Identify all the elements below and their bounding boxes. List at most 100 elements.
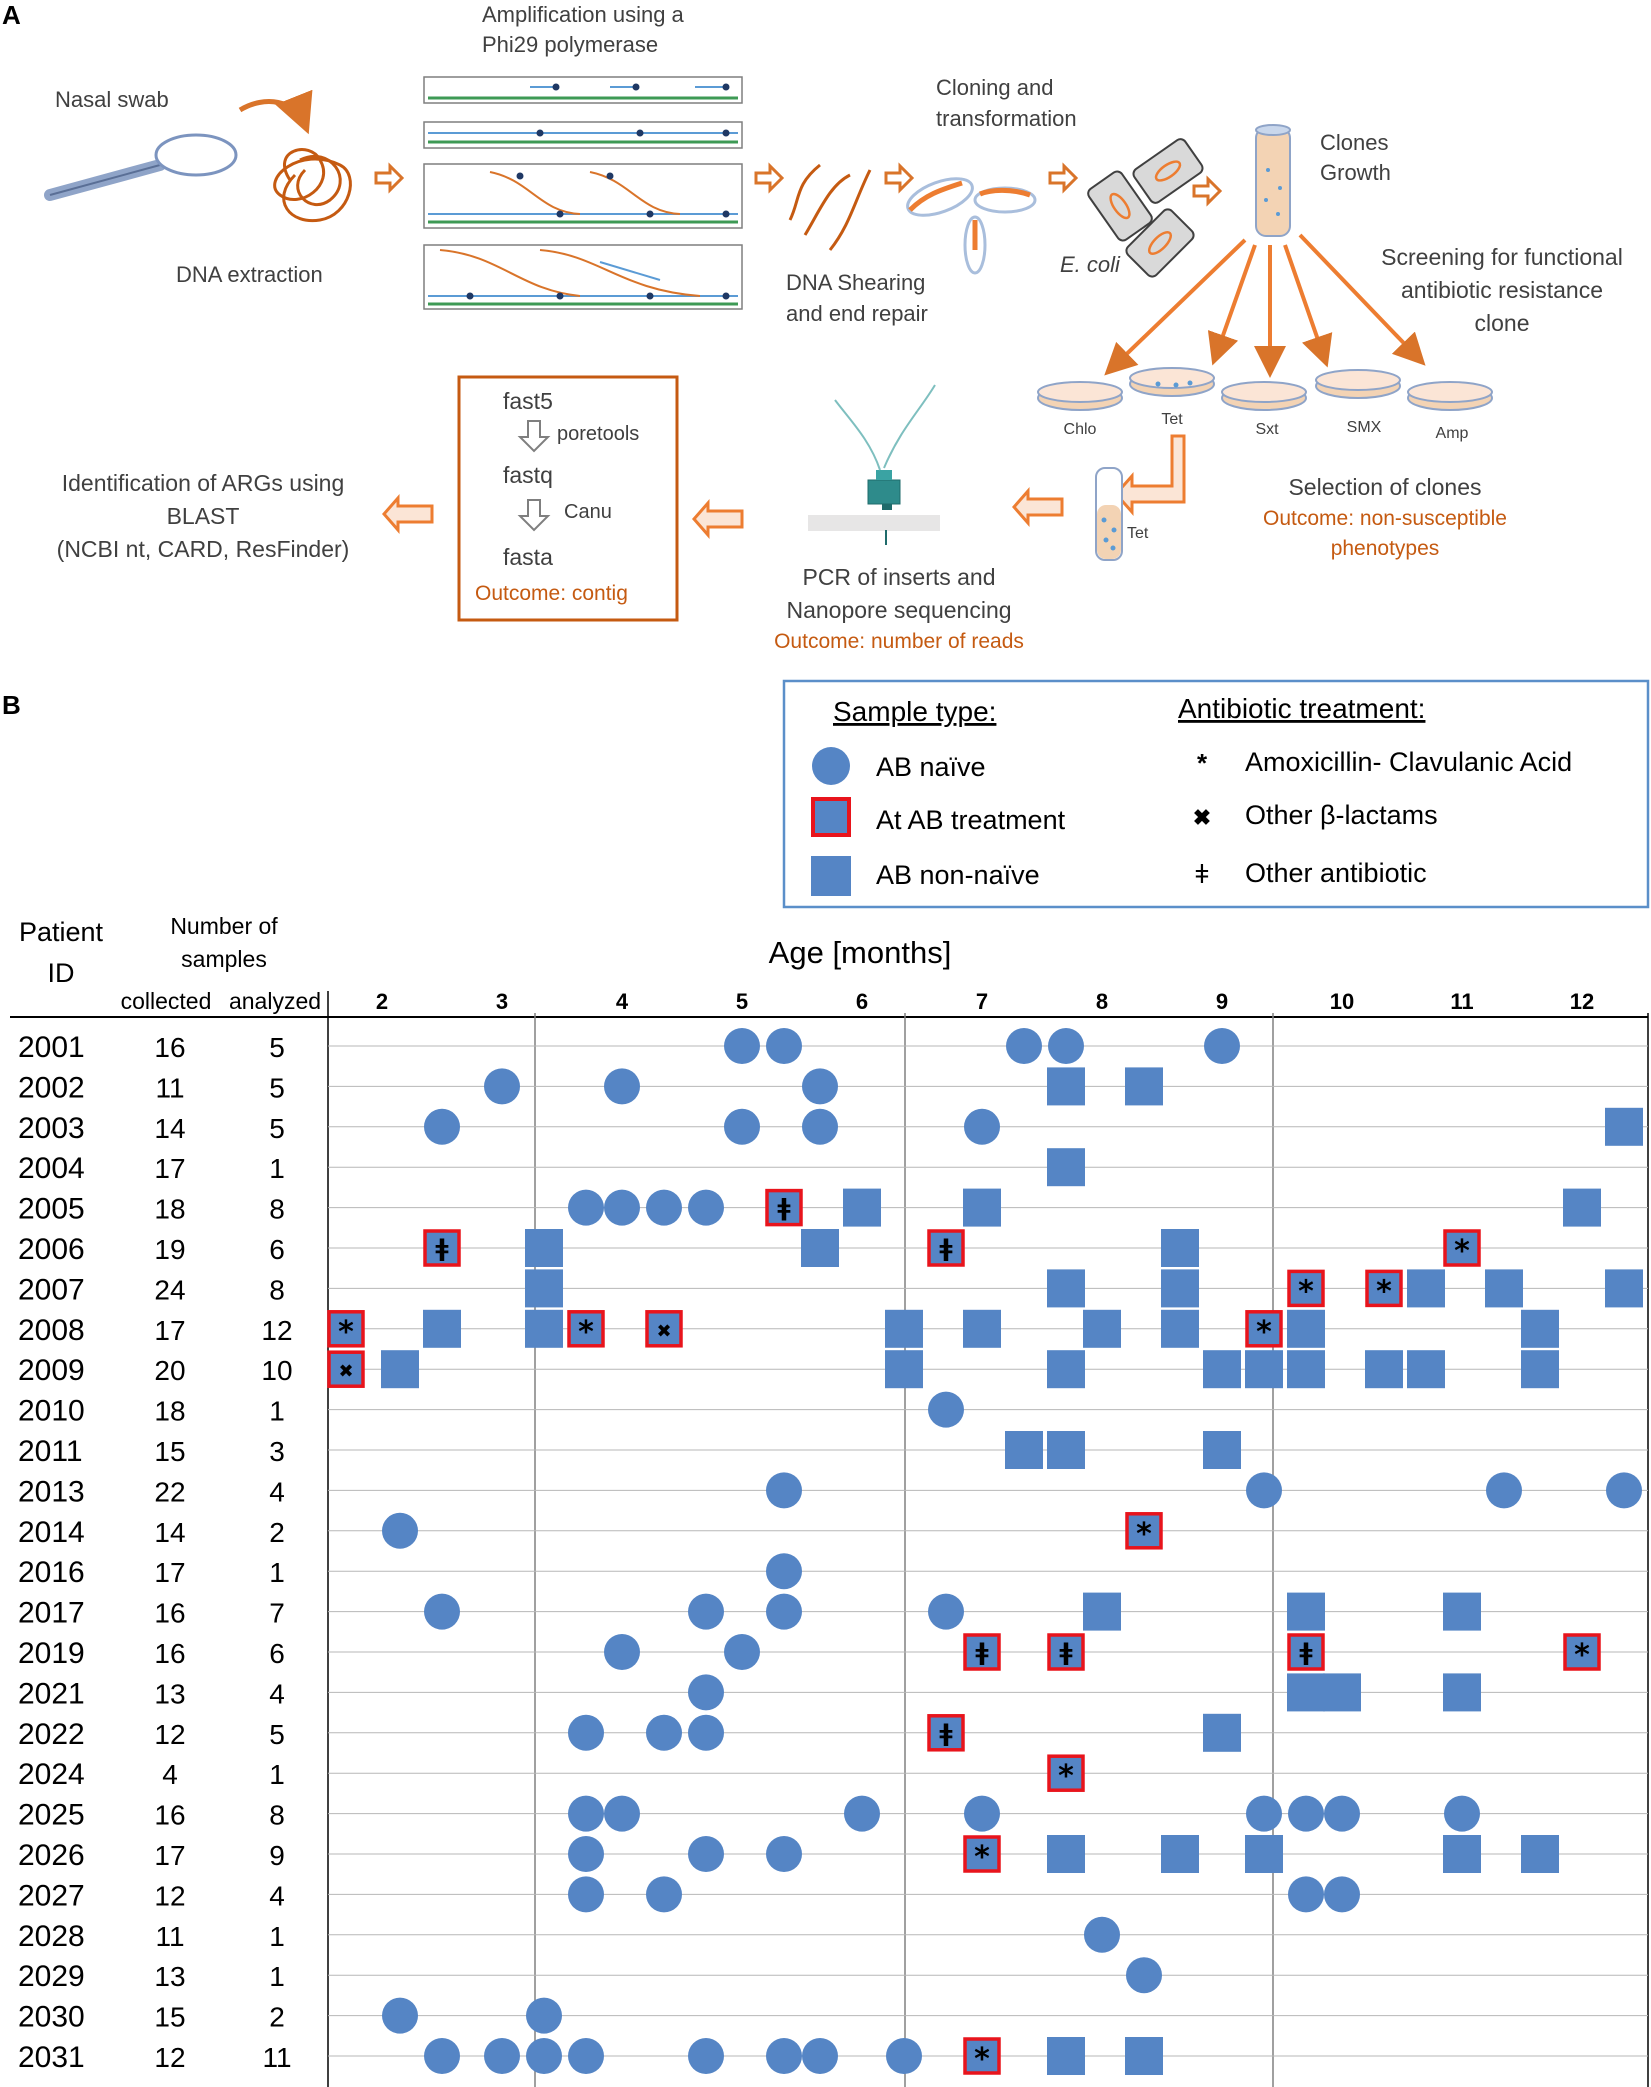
non-naive-sample-marker <box>1161 1835 1199 1873</box>
legend-treatment-title: Antibiotic treatment: <box>1178 693 1425 724</box>
pipeline-poretools: poretools <box>557 423 639 445</box>
petri-dish-chlo <box>1037 381 1123 411</box>
naive-sample-marker <box>1324 1795 1360 1832</box>
patient-id: 2014 <box>18 1516 85 1549</box>
treatment-sample-marker <box>963 1835 1001 1873</box>
naive-sample-marker <box>766 1553 802 1590</box>
collected-count: 18 <box>154 1396 185 1427</box>
non-naive-sample-marker <box>1563 1188 1601 1227</box>
collected-count: 16 <box>154 1638 185 1669</box>
patient-id: 2022 <box>18 1718 85 1751</box>
month-tick-label: 6 <box>856 989 868 1014</box>
naive-sample-marker <box>526 2038 562 2074</box>
naive-sample-marker <box>568 1876 604 1913</box>
collected-count: 14 <box>154 1113 185 1144</box>
non-naive-sample-marker <box>963 1188 1001 1227</box>
naive-sample-marker <box>1606 1472 1642 1509</box>
naive-sample-marker <box>526 1997 562 2034</box>
collected-count: 17 <box>154 1315 185 1346</box>
month-tick-label: 8 <box>1096 989 1108 1014</box>
pipeline-box <box>457 375 679 622</box>
naive-sample-marker <box>1486 1472 1522 1509</box>
non-naive-sample-marker <box>1125 1067 1163 1106</box>
non-naive-sample-marker <box>1047 1835 1085 1873</box>
collected-count: 17 <box>154 1557 185 1588</box>
legend-at-treatment: At AB treatment <box>876 805 1066 835</box>
naive-sample-marker <box>484 1068 520 1105</box>
arrow-right-icon <box>1192 175 1223 207</box>
patient-id: 2009 <box>18 1354 85 1387</box>
analyzed-count: 1 <box>269 1921 285 1952</box>
non-naive-sample-marker <box>1245 1835 1283 1873</box>
naive-sample-marker <box>928 1391 964 1428</box>
non-naive-sample-marker <box>525 1229 563 1267</box>
non-naive-sample-marker <box>381 1350 419 1389</box>
non-naive-sample-marker <box>1287 1350 1325 1389</box>
non-naive-sample-marker <box>885 1350 923 1389</box>
header-analyzed: analyzed <box>229 988 321 1014</box>
legend-sample-type-title: Sample type: <box>833 696 996 727</box>
naive-sample-marker <box>766 2038 802 2074</box>
analyzed-count: 5 <box>269 1113 285 1144</box>
non-naive-sample-marker <box>1161 1269 1199 1308</box>
clones-growth-label-2: Growth <box>1320 160 1391 185</box>
pcr-outcome: Outcome: number of reads <box>774 630 1024 653</box>
non-naive-sample-marker <box>801 1229 839 1267</box>
amplification-label-2: Phi29 polymerase <box>482 32 658 57</box>
naive-sample-marker <box>568 2038 604 2074</box>
collected-count: 16 <box>154 1800 185 1831</box>
naive-sample-marker <box>424 1108 460 1145</box>
non-naive-sample-marker <box>1287 1673 1325 1712</box>
arrow-right-icon <box>884 162 915 194</box>
treatment-sample-marker <box>927 1714 965 1752</box>
legend-treatment-marker <box>811 797 851 837</box>
treatment-sample-marker <box>927 1229 965 1267</box>
treatment-symbol: * <box>1298 1274 1314 1309</box>
non-naive-sample-marker <box>1605 1107 1643 1146</box>
plate-label: SMX <box>1347 419 1382 436</box>
treatment-sample-marker <box>1443 1229 1481 1267</box>
analyzed-count: 5 <box>269 1719 285 1750</box>
dna-shearing-label-1: DNA Shearing <box>786 270 925 295</box>
petri-dish-smx <box>1315 369 1401 399</box>
treatment-symbol: * <box>1136 1517 1152 1552</box>
collected-count: 12 <box>154 1719 185 1750</box>
arrow-right-icon <box>1048 162 1079 194</box>
analyzed-count: 8 <box>269 1800 285 1831</box>
month-tick-label: 2 <box>376 989 388 1014</box>
treatment-symbol: * <box>1058 1759 1074 1794</box>
patient-id: 2016 <box>18 1556 85 1589</box>
patient-id: 2004 <box>18 1152 85 1185</box>
naive-sample-marker <box>1288 1795 1324 1832</box>
naive-sample-marker <box>1288 1876 1324 1913</box>
non-naive-sample-marker <box>1521 1350 1559 1389</box>
treatment-sample-marker <box>1047 1754 1085 1792</box>
collected-count: 22 <box>154 1476 185 1507</box>
naive-sample-marker <box>1246 1795 1282 1832</box>
nasal-swab-label: Nasal swab <box>55 87 169 112</box>
legend-non-naive: AB non-naïve <box>876 860 1040 890</box>
double-dagger-icon: ǂ <box>1194 859 1209 889</box>
month-tick-label: 11 <box>1450 989 1473 1014</box>
treatment-sample-marker <box>1365 1269 1403 1308</box>
non-naive-sample-marker <box>1485 1269 1523 1308</box>
selection-outcome-1: Outcome: non-susceptible <box>1263 507 1507 530</box>
legend-square-marker <box>811 856 851 896</box>
naive-sample-marker <box>424 1593 460 1630</box>
naive-sample-marker <box>1444 1795 1480 1832</box>
patient-id: 2013 <box>18 1475 85 1508</box>
plate-label: Chlo <box>1064 421 1097 438</box>
dna-extraction-label: DNA extraction <box>176 262 323 287</box>
patient-id: 2007 <box>18 1273 85 1306</box>
patient-id: 2011 <box>18 1435 83 1468</box>
non-naive-sample-marker <box>963 1309 1001 1348</box>
treatment-symbol: ǂ <box>1299 1638 1312 1666</box>
collected-count: 17 <box>154 1153 185 1184</box>
treatment-sample-marker <box>1245 1310 1283 1348</box>
pipeline-fastq: fastq <box>503 462 553 488</box>
pipeline-outcome: Outcome: contig <box>475 582 628 605</box>
cloning-label-2: transformation <box>936 106 1077 131</box>
arrow-down-icon <box>517 499 551 532</box>
naive-sample-marker <box>688 1836 724 1872</box>
